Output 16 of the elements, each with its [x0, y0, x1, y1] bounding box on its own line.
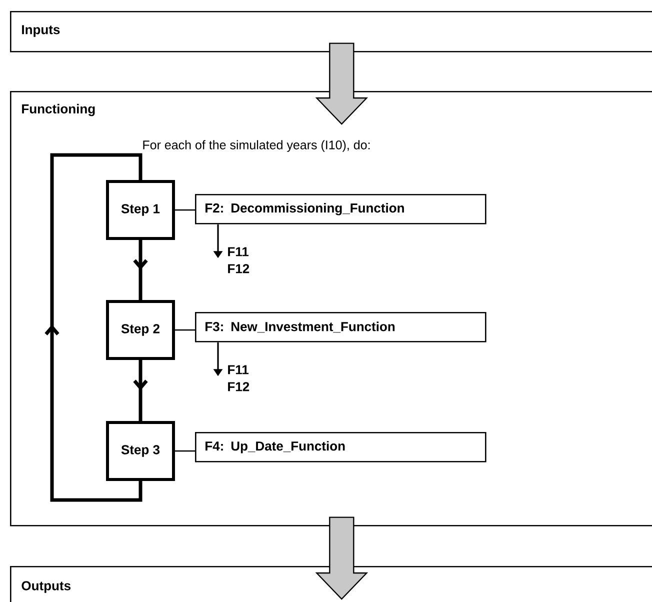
step-box: Step 2	[106, 300, 175, 360]
function-list: F11 F12	[228, 365, 250, 392]
function-box: F4: Up_Date_Function	[195, 432, 486, 462]
connector-line	[175, 450, 195, 452]
panel: Outputs	[10, 566, 652, 602]
function-box: F2: Decommissioning_Function	[195, 194, 486, 224]
step-box: Step 1	[106, 180, 175, 240]
instruction-text: For each of the simulated years (I10), do:	[143, 140, 370, 152]
function-list: F11 F12	[228, 247, 250, 274]
step-box: Step 3	[106, 421, 175, 481]
function-box: F3: New_Investment_Function	[195, 312, 486, 342]
connector-line	[175, 329, 195, 331]
connector-line	[175, 209, 195, 211]
block-arrow	[315, 516, 368, 600]
block-arrow	[315, 42, 368, 125]
panel: Inputs	[10, 11, 652, 52]
